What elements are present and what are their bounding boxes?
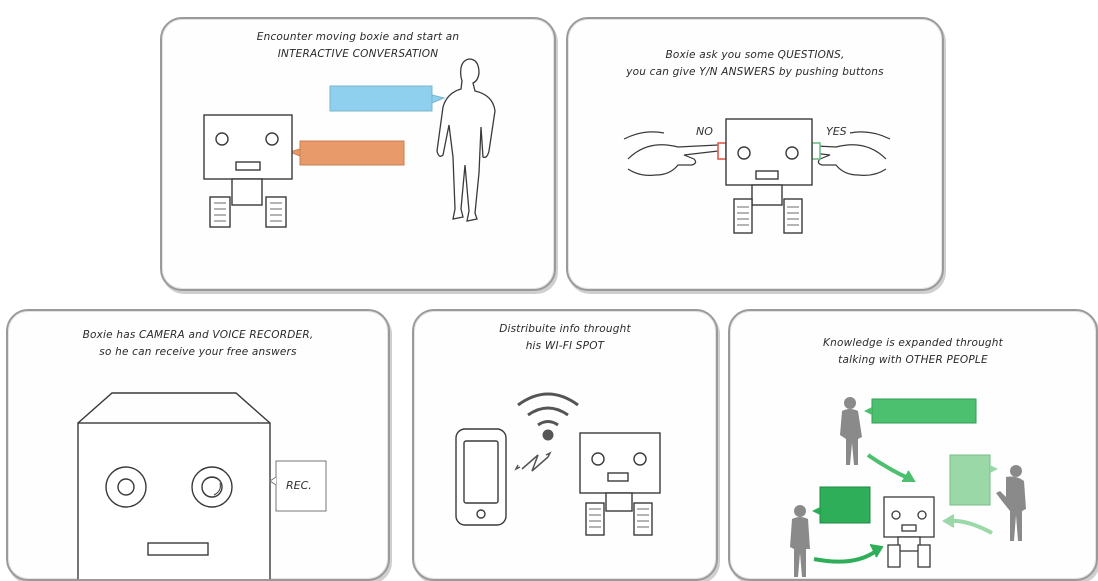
no-label: NO — [696, 125, 713, 138]
person-top-icon — [840, 397, 862, 465]
robot-icon — [884, 497, 934, 567]
robot-icon — [204, 115, 292, 227]
left-speech-bubble — [820, 487, 870, 523]
conversation-illustration — [162, 19, 554, 289]
person-icon — [437, 59, 495, 221]
panel-questions: Boxie ask you some QUESTIONS, you can gi… — [566, 17, 944, 291]
panel-interactive-conversation: Encounter moving boxie and start an INTE… — [160, 17, 556, 291]
no-button — [718, 143, 726, 159]
people-illustration — [730, 311, 1096, 579]
robot-face-closeup — [78, 393, 270, 579]
person-speech-bubble — [330, 86, 432, 111]
yes-button — [812, 143, 820, 159]
robot-icon — [718, 119, 820, 233]
robot-icon — [580, 433, 660, 535]
wifi-illustration — [414, 311, 716, 579]
lightning-icon — [516, 453, 550, 471]
panel-wifi-spot: Distribuite info throught his WI-FI SPOT — [412, 309, 718, 581]
top-speech-bubble — [872, 399, 976, 423]
smartphone-icon — [456, 429, 506, 525]
arrow-right-to-robot — [944, 515, 992, 533]
yes-label: YES — [826, 125, 847, 138]
wifi-icon — [518, 394, 578, 439]
rec-label: REC. — [286, 479, 312, 492]
panel-camera-recorder: Boxie has CAMERA and VOICE RECORDER, so … — [6, 309, 390, 581]
person-bottom-left-icon — [790, 505, 810, 577]
arrow-top-to-robot — [868, 455, 914, 481]
person-right-icon — [996, 465, 1026, 541]
panel-other-people: Knowledge is expanded throught talking w… — [728, 309, 1098, 581]
right-speech-bubble — [950, 455, 990, 505]
questions-illustration: NO YES — [568, 19, 942, 289]
camera-illustration: REC. — [8, 311, 388, 579]
left-hand-icon — [624, 132, 721, 176]
robot-speech-bubble — [300, 141, 404, 165]
arrow-bottom-to-robot — [814, 545, 882, 562]
